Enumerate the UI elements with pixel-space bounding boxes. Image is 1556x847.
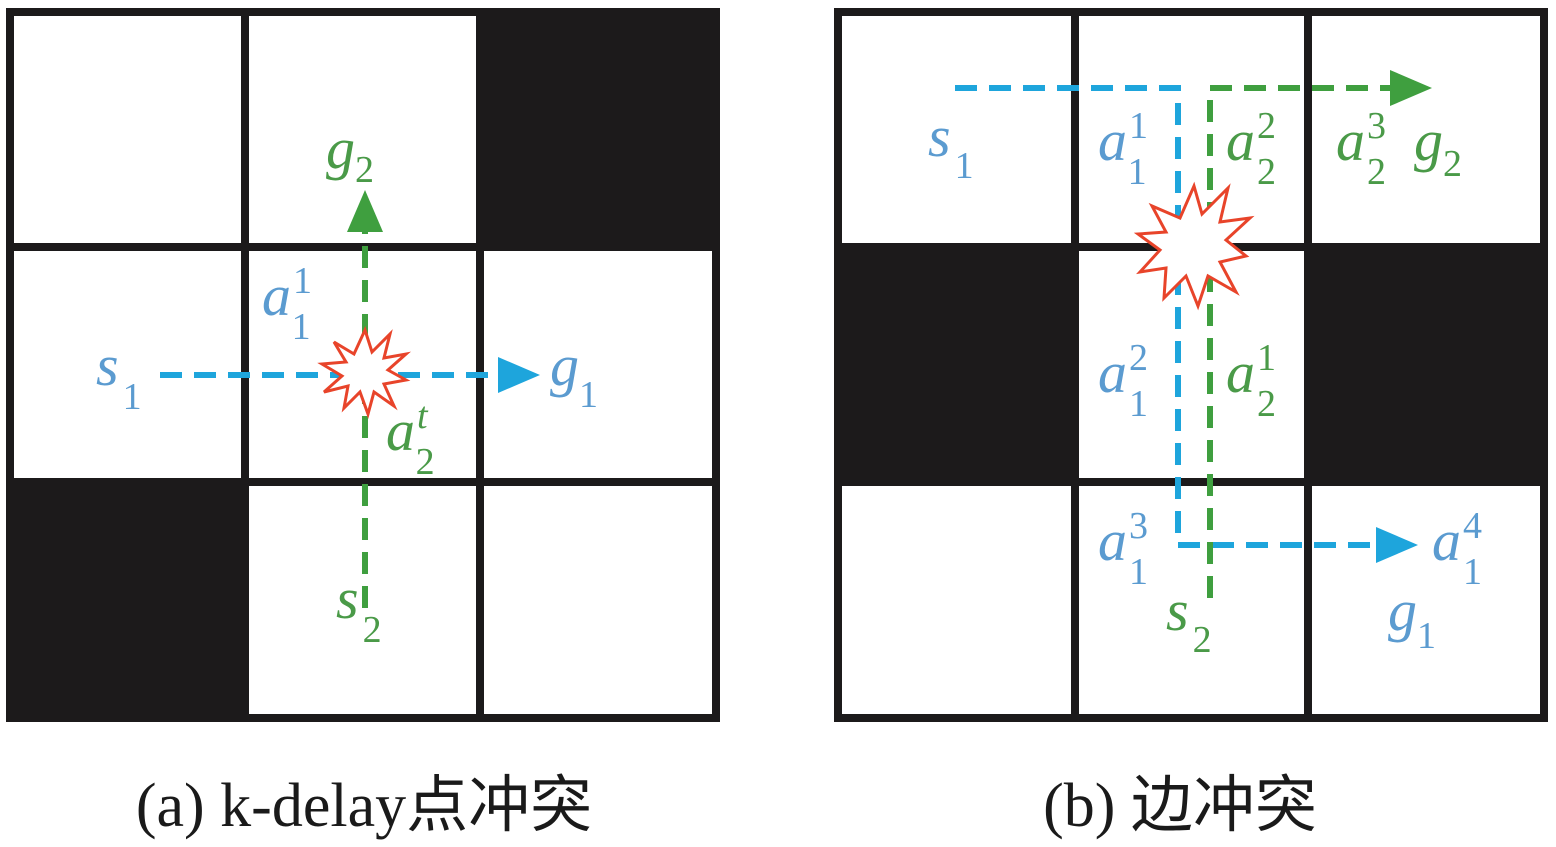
panel-b-cell-1-2 <box>1308 247 1544 482</box>
panel-b-grid <box>834 8 1548 722</box>
panel-b-agent2-arrowhead <box>1390 70 1432 106</box>
panel-b-cell-2-0 <box>838 482 1075 718</box>
panel-a-cell-0-0 <box>10 12 245 247</box>
panel-a-cell-0-2 <box>480 12 716 247</box>
panel-b-agent2-path <box>1207 85 1392 598</box>
panel-a-label-g2: g2 <box>326 116 374 191</box>
panel-b-border <box>834 8 1548 722</box>
panel-a-cell-2-2 <box>480 482 716 718</box>
panel-b-label-g2: g2 <box>1414 108 1462 185</box>
panel-b-cell-1-0 <box>838 247 1075 482</box>
panel-b-caption: (b) 边冲突 <box>1043 772 1317 840</box>
panel-a-label-g1: g1 <box>550 333 598 416</box>
panel-b-cell-2-1 <box>1075 482 1308 718</box>
panel-b-conflict-burst-icon <box>1133 181 1255 311</box>
panel-b-cell-0-2 <box>1308 12 1544 247</box>
panel-a-cell-1-2 <box>480 247 716 482</box>
panel-a-caption: (a) k-delay点冲突 <box>136 772 592 840</box>
panel-b-label-g1: g1 <box>1388 578 1436 657</box>
panel-a-agent2-arrowhead <box>347 190 383 232</box>
panel-a-agent1-arrowhead <box>498 357 540 393</box>
panel-a-cell-2-0 <box>10 482 245 718</box>
panel-a-conflict-burst-icon <box>317 325 411 419</box>
panel-b-cell-2-2 <box>1308 482 1544 718</box>
panel-b-agent1-path <box>955 85 1378 548</box>
panel-b-agent1-arrowhead <box>1376 527 1418 563</box>
panel-b-cell-0-0 <box>838 12 1075 247</box>
panel-a-border <box>6 8 720 722</box>
panel-a-cell-1-0 <box>10 247 245 482</box>
